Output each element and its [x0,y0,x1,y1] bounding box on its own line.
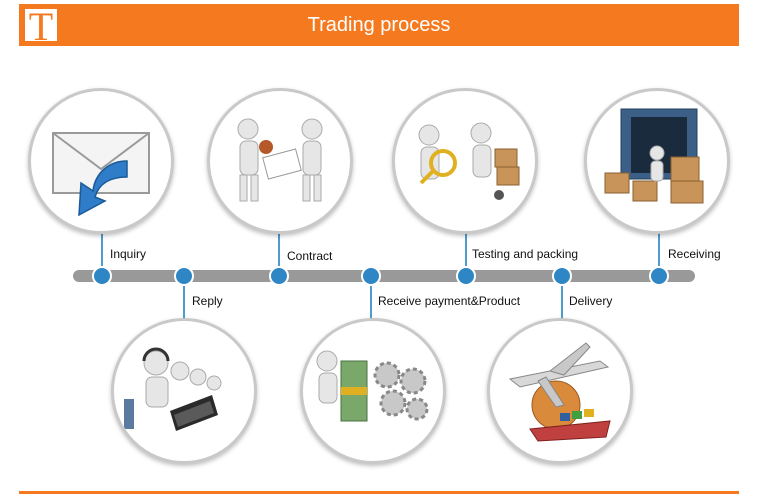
stem-contract [278,231,280,271]
plane-ship-icon [508,342,611,442]
step-label-payment: Receive payment&Product [378,294,521,308]
inquiry-image [28,88,174,234]
step-label-delivery: Delivery [569,294,613,308]
logo: T [23,5,59,49]
contract-image [207,88,353,234]
stem-delivery [561,282,563,320]
stem-receiving [658,231,660,271]
step-label-receiving: Receiving [668,247,721,261]
delivery-image [487,318,633,464]
timeline-bar [73,270,695,282]
timeline-node-delivery [552,266,572,286]
handshake-figures-icon [237,118,323,202]
stem-testing [465,231,467,271]
step-label-testing: Testing and packing [472,247,579,261]
reply-image [111,318,257,464]
step-label-contract: Contract [287,249,333,263]
call-center-icon [124,347,222,431]
container-boxes-icon [604,108,704,204]
step-label-reply: Reply [192,294,223,308]
inspection-icon [418,122,520,200]
receiving-image [584,88,730,234]
timeline-node-contract [269,266,289,286]
envelope-icon [52,132,150,217]
logo-letter: T [28,4,54,49]
stem-reply [183,282,185,320]
timeline-node-payment [361,266,381,286]
money-gears-icon [316,350,429,422]
timeline-node-inquiry [92,266,112,286]
stem-payment [370,282,372,320]
timeline-node-receiving [649,266,669,286]
step-label-inquiry: Inquiry [110,247,147,261]
payment-image [300,318,446,464]
timeline-node-reply [174,266,194,286]
testing-packing-image [392,88,538,234]
timeline-node-testing [456,266,476,286]
stem-inquiry [101,231,103,271]
page-title: Trading process [307,14,451,36]
footer-divider [19,491,739,494]
header-banner: T Trading process [19,4,739,49]
